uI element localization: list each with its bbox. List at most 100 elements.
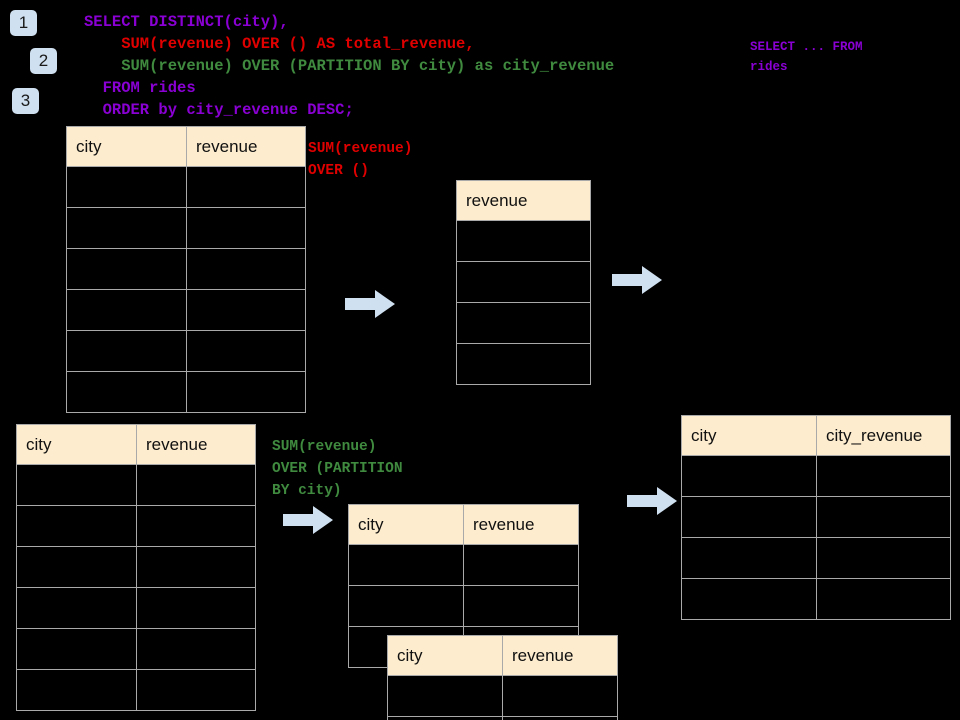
table-row — [66, 166, 306, 208]
cell-city — [66, 330, 187, 372]
cell-city — [16, 628, 137, 670]
step-badge-2: 2 — [30, 48, 57, 74]
cell-revenue — [456, 302, 591, 344]
column-header-revenue: revenue — [463, 504, 579, 545]
cell-city-revenue — [816, 455, 951, 497]
step-badge-1: 1 — [10, 10, 37, 36]
table-header-row: revenue — [456, 180, 591, 221]
table-row — [16, 505, 256, 547]
cell-city-revenue — [816, 537, 951, 579]
table-row — [456, 261, 591, 303]
cell-city — [16, 505, 137, 547]
table-row — [66, 330, 306, 372]
cell-city — [387, 675, 503, 717]
table-row — [348, 585, 579, 627]
table-row — [681, 496, 951, 538]
cell-revenue — [136, 587, 256, 629]
column-header-revenue: revenue — [186, 126, 306, 167]
cell-city — [387, 716, 503, 720]
table-row — [387, 675, 618, 717]
sql-line-order-by: ORDER by city_revenue DESC; — [84, 101, 354, 119]
table-row — [66, 248, 306, 290]
table-partition-b: city revenue — [387, 635, 618, 720]
cell-city — [66, 166, 187, 208]
table-row — [456, 302, 591, 344]
table-row — [681, 455, 951, 497]
cell-revenue — [186, 289, 306, 331]
arrow-partition-to-result-icon — [627, 487, 677, 515]
cell-revenue — [186, 330, 306, 372]
cell-city — [348, 585, 464, 627]
cell-revenue — [456, 343, 591, 385]
arrow-source-to-total-icon — [345, 290, 395, 318]
table-row — [16, 628, 256, 670]
cell-city — [16, 587, 137, 629]
cell-revenue — [502, 716, 618, 720]
cell-revenue — [463, 585, 579, 627]
table-rides-source-2: city revenue — [16, 424, 256, 711]
column-header-city: city — [387, 635, 503, 676]
cell-revenue — [136, 628, 256, 670]
table-header-row: city revenue — [387, 635, 618, 676]
cell-city-revenue — [816, 578, 951, 620]
cell-revenue — [456, 220, 591, 262]
column-header-revenue: revenue — [502, 635, 618, 676]
table-row — [456, 220, 591, 262]
sql-line-select-distinct: SELECT DISTINCT(city), — [84, 13, 289, 31]
cell-city — [66, 371, 187, 413]
table-city-revenue-result: city city_revenue — [681, 415, 951, 620]
annotation-sum-over-partition: SUM(revenue) OVER (PARTITION BY city) — [272, 439, 403, 499]
table-header-row: city city_revenue — [681, 415, 951, 456]
cell-city — [66, 207, 187, 249]
table-row — [16, 669, 256, 711]
cell-city — [16, 464, 137, 506]
cell-city — [681, 496, 817, 538]
cell-city — [681, 537, 817, 579]
arrow-source2-to-partition-icon — [283, 506, 333, 534]
table-row — [66, 207, 306, 249]
cell-revenue — [186, 248, 306, 290]
sql-line-from-rides: FROM rides — [84, 79, 196, 97]
cell-city — [348, 544, 464, 586]
cell-city — [16, 669, 137, 711]
cell-revenue — [186, 371, 306, 413]
cell-city — [681, 455, 817, 497]
annotation-select-from-rides: SELECT ... FROM rides — [750, 40, 863, 74]
table-row — [387, 716, 618, 720]
table-total-revenue: revenue — [456, 180, 591, 385]
cell-revenue — [463, 544, 579, 586]
cell-revenue — [456, 261, 591, 303]
cell-revenue — [136, 505, 256, 547]
table-row — [456, 343, 591, 385]
cell-city — [66, 289, 187, 331]
table-row — [681, 537, 951, 579]
cell-city — [66, 248, 187, 290]
column-header-city: city — [348, 504, 464, 545]
column-header-city: city — [16, 424, 137, 465]
column-header-revenue: revenue — [456, 180, 591, 221]
table-row — [66, 371, 306, 413]
column-header-revenue: revenue — [136, 424, 256, 465]
column-header-city: city — [66, 126, 187, 167]
cell-revenue — [136, 464, 256, 506]
table-row — [16, 546, 256, 588]
cell-revenue — [502, 675, 618, 717]
sql-line-sum-over-empty: SUM(revenue) OVER () AS total_revenue, — [84, 35, 475, 53]
table-row — [16, 587, 256, 629]
table-row — [348, 544, 579, 586]
table-header-row: city revenue — [348, 504, 579, 545]
table-header-row: city revenue — [66, 126, 306, 167]
cell-revenue — [186, 166, 306, 208]
column-header-city: city — [681, 415, 817, 456]
arrow-total-to-result-icon — [612, 266, 662, 294]
table-row — [16, 464, 256, 506]
table-header-row: city revenue — [16, 424, 256, 465]
cell-revenue — [186, 207, 306, 249]
cell-revenue — [136, 669, 256, 711]
cell-city — [681, 578, 817, 620]
step-badge-3: 3 — [12, 88, 39, 114]
cell-city — [16, 546, 137, 588]
table-row — [66, 289, 306, 331]
sql-line-sum-over-partition: SUM(revenue) OVER (PARTITION BY city) as… — [84, 57, 615, 75]
